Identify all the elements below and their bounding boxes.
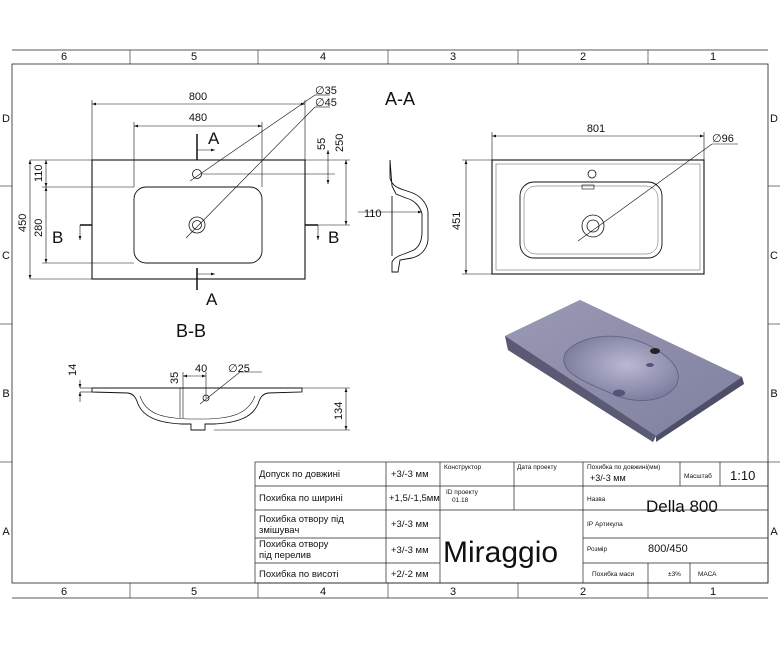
tol-value-1: +3/-3 мм <box>391 469 429 480</box>
col-label-bottom: 6 <box>61 586 67 598</box>
right-view-bowl <box>519 181 663 259</box>
overflow-slot <box>581 184 595 190</box>
dim-280: 280 <box>33 219 45 237</box>
dim-40: 40 <box>195 363 207 375</box>
tol-value-4: +3/-3 мм <box>391 545 429 556</box>
dim-55: 55 <box>316 138 328 150</box>
cut-labels: A A B B <box>52 129 339 309</box>
row-label-right: C <box>770 250 778 262</box>
designer-label: Конструктор <box>444 464 481 471</box>
cut-b-right: B <box>328 228 339 247</box>
tol-value-5: +2/-2 мм <box>391 569 429 580</box>
top-view-bowl <box>133 186 263 264</box>
row-label-left: A <box>2 526 10 538</box>
right-view-dimension-text: 801 451 ∅96 <box>451 123 734 230</box>
size-value: 800/450 <box>648 543 688 555</box>
col-label-top: 1 <box>710 51 716 63</box>
tol-label-3: Похибка отвору під <box>259 514 344 525</box>
name-label: Назва <box>587 496 606 503</box>
tol-value-2: +1,5/-1,5мм <box>389 493 440 504</box>
row-label-left: B <box>2 388 9 400</box>
col-label-top: 3 <box>450 51 456 63</box>
col-label-top: 6 <box>61 51 67 63</box>
tol-label-5: Похибка по висоті <box>259 569 339 580</box>
length-tol-label: Похибка по довжині(мм) <box>587 463 660 471</box>
project-id-value: 01.18 <box>452 497 469 504</box>
size-label: Розмір <box>587 545 607 553</box>
render-mixer-hole <box>650 348 660 354</box>
dim-side-110: 110 <box>364 208 382 220</box>
tol-label-4b: під перелив <box>259 550 311 561</box>
tol-label-2: Похибка по ширині <box>259 493 343 504</box>
right-drain-outer <box>581 214 605 238</box>
basin-3d-render <box>505 300 744 442</box>
section-bb-dimension-text: 14 35 40 ∅25 134 <box>67 363 345 420</box>
drain-hole-inner <box>192 220 202 230</box>
article-label: ІР Артикула <box>587 521 623 528</box>
dim-480: 480 <box>189 112 207 124</box>
row-label-left: D <box>2 113 10 125</box>
col-label-bottom: 5 <box>191 586 197 598</box>
product-name: Della 800 <box>646 497 718 516</box>
section-bb-view <box>78 371 350 431</box>
project-id-label: ID проекту <box>446 489 479 496</box>
drain-hole-outer <box>188 216 206 234</box>
row-label-right: B <box>770 388 777 400</box>
top-view: 800 480 ∅35 ∅45 55 250 110 280 450 A A B… <box>17 85 415 341</box>
dim-451: 451 <box>451 212 463 230</box>
top-view-outline <box>91 159 306 280</box>
date-label: Дата проекту <box>517 464 558 471</box>
frame-labels: 6 5 4 3 2 1 6 5 4 3 2 1 D C B A D C B A <box>2 51 778 598</box>
dim-250: 250 <box>334 134 346 152</box>
col-label-top: 4 <box>320 51 326 63</box>
dim-hole-35: ∅35 <box>315 85 337 97</box>
dim-35: 35 <box>169 372 181 384</box>
mass-tol-value: ±3% <box>668 571 681 578</box>
cut-a-bottom: A <box>206 290 218 309</box>
dim-hole-25: ∅25 <box>228 363 250 375</box>
col-label-bottom: 1 <box>710 586 716 598</box>
col-label-bottom: 4 <box>320 586 326 598</box>
section-aa-title: A-A <box>385 89 415 109</box>
length-tol-value: +3/-3 мм <box>590 473 626 483</box>
title-block: Допуск по довжині +3/-3 мм Похибка по ши… <box>254 461 769 584</box>
col-label-top: 5 <box>191 51 197 63</box>
row-label-right: A <box>770 526 778 538</box>
dim-hole-45: ∅45 <box>315 97 337 109</box>
right-top-view <box>462 132 738 275</box>
dim-110-left: 110 <box>33 164 45 182</box>
dim-134: 134 <box>333 402 345 420</box>
render-drain <box>613 389 625 397</box>
top-view-dimension-lines <box>28 94 350 290</box>
scale-value: 1:10 <box>730 468 755 483</box>
dim-800: 800 <box>189 91 207 103</box>
right-mixer-hole <box>587 169 597 179</box>
tol-label-1: Допуск по довжині <box>259 469 340 480</box>
dim-14: 14 <box>67 364 79 376</box>
cut-a-top: A <box>208 129 220 148</box>
mass-tol-label: Похибка маси <box>592 570 635 578</box>
mass-label: МАСА <box>698 571 717 578</box>
row-label-left: C <box>2 250 10 262</box>
top-view-dimension-text: 800 480 ∅35 ∅45 55 250 110 280 450 <box>17 85 346 237</box>
brand-logo-text: Miraggio <box>443 536 558 569</box>
col-label-bottom: 3 <box>450 586 456 598</box>
dim-hole-96: ∅96 <box>712 133 734 145</box>
tol-value-3: +3/-3 мм <box>391 519 429 530</box>
cut-b-left: B <box>52 228 63 247</box>
tol-label-4: Похибка отвору <box>259 539 329 550</box>
right-view-outline <box>491 159 705 275</box>
row-label-right: D <box>770 113 778 125</box>
col-label-bottom: 2 <box>580 586 586 598</box>
dim-450: 450 <box>17 214 29 232</box>
tol-label-3b: змішувач <box>259 525 299 536</box>
scale-label: Масштаб <box>684 472 712 480</box>
section-bb-title: B-B <box>176 321 206 341</box>
col-label-top: 2 <box>580 51 586 63</box>
section-aa-view <box>358 159 429 273</box>
dim-801: 801 <box>587 123 605 135</box>
